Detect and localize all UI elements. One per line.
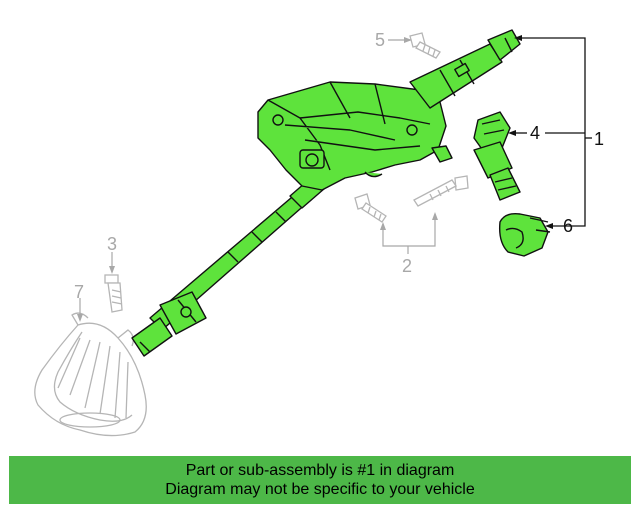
callout-1: 1 [594, 129, 605, 149]
callout-4: 4 [530, 123, 541, 143]
steering-column-assembly-part-1 [131, 29, 521, 357]
switch-part-4 [473, 111, 521, 201]
callout-6: 6 [563, 216, 574, 236]
banner-line-1: Part or sub-assembly is #1 in diagram [185, 462, 455, 479]
callout-5: 5 [375, 30, 386, 50]
connector-part-6 [498, 212, 551, 257]
ghost-arrowheads [77, 37, 438, 322]
highlight-leader-lines [512, 37, 592, 227]
info-banner: Part or sub-assembly is #1 in diagram Di… [9, 456, 631, 504]
callout-2: 2 [402, 256, 413, 276]
ghost-leader-lines [79, 39, 436, 320]
bolt-part-3 [104, 274, 123, 313]
banner-line-2: Diagram may not be specific to your vehi… [165, 481, 475, 498]
bolt-part-5 [409, 32, 441, 59]
callout-7: 7 [74, 282, 85, 302]
callout-3: 3 [107, 234, 118, 254]
bolts-part-2 [354, 175, 469, 223]
highlight-arrowheads [508, 35, 553, 229]
steering-wheel-cover-part-7 [34, 312, 147, 437]
steering-column-diagram [34, 29, 592, 437]
